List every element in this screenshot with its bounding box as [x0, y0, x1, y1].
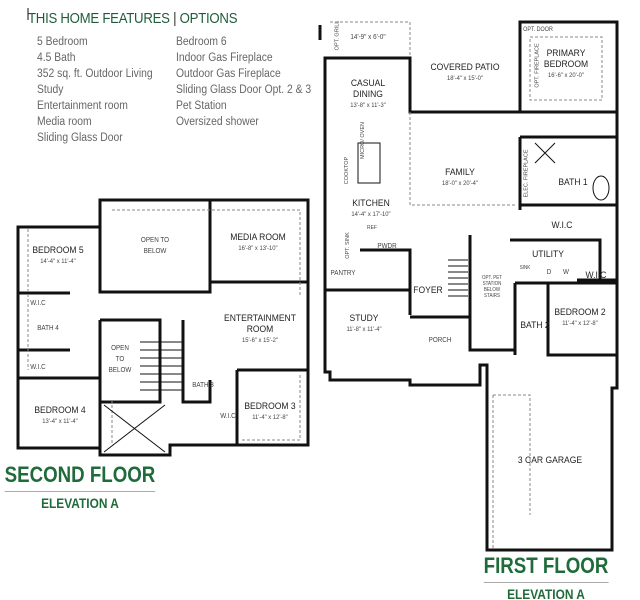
room-powder: PWDR: [377, 243, 397, 250]
features-list: 5 Bedroom 4.5 Bath 352 sq. ft. Outdoor L…: [37, 34, 153, 146]
feature-item: 5 Bedroom: [37, 36, 88, 48]
room-wic: W.I.C: [30, 364, 46, 371]
room-bath-2: BATH 2: [520, 320, 550, 331]
option-item: Oversized shower: [176, 116, 259, 128]
feature-item: Media room: [37, 116, 92, 128]
room-porch: PORCH: [428, 337, 452, 344]
room-wic: W.I.C: [551, 220, 573, 231]
washer-label: W: [563, 269, 569, 276]
feature-item: Sliding Glass Door: [37, 132, 123, 144]
feature-item: Entertainment room: [37, 100, 128, 112]
option-item: Sliding Glass Door Opt. 2 & 3: [176, 84, 312, 96]
second-floor-walls: [16, 198, 310, 457]
options-list: Bedroom 6 Indoor Gas Fireplace Outdoor G…: [176, 34, 311, 130]
dryer-label: D: [546, 269, 552, 276]
room-bath-1: BATH 1: [558, 177, 588, 188]
option-item: Bedroom 6: [176, 36, 227, 48]
refrigerator-label: REF: [367, 225, 377, 231]
opt-pet-station-label: OPT. PET STATION BELOW STAIRS: [481, 275, 502, 299]
feature-item: Study: [37, 84, 64, 96]
opt-sink-label: OPT. SINK: [344, 232, 351, 259]
room-bath-3: BATH 3: [192, 382, 214, 389]
option-item: Indoor Gas Fireplace: [176, 52, 273, 64]
room-pantry: PANTRY: [330, 270, 356, 277]
opt-grill: 14'-9" x 6'-0": [350, 34, 386, 41]
elec-fireplace-label: ELEC. FIREPLACE: [523, 149, 530, 198]
cooktop-label: COOKTOP: [344, 156, 351, 185]
room-open-to-below: OPEN TO BELOW: [108, 345, 132, 374]
micro-oven-label: MICRO/ OVEN: [359, 122, 366, 159]
features-heading: THIS HOME FEATURES | OPTIONS: [28, 10, 238, 27]
options-heading: OPTIONS: [179, 10, 238, 27]
option-item: Outdoor Gas Fireplace: [176, 68, 281, 80]
opt-fireplace-label: OPT. FIREPLACE: [534, 43, 541, 88]
room-utility: UTILITY: [532, 249, 564, 260]
first-floor-walls: [318, 20, 619, 552]
room-open-to-below: OPEN TO BELOW: [140, 237, 170, 255]
room-foyer: FOYER: [413, 285, 443, 296]
feature-item: 352 sq. ft. Outdoor Living: [37, 68, 153, 80]
option-item: Pet Station: [176, 100, 227, 112]
opt-grill-label: OPT. GRILL: [334, 20, 341, 51]
room-wic: W.I.C: [220, 413, 236, 420]
room-bath-4: BATH 4: [37, 325, 59, 332]
feature-item: 4.5 Bath: [37, 52, 76, 64]
room-wic: W.I.C: [30, 300, 46, 307]
opt-door: OPT. DOOR: [523, 27, 553, 33]
sink-label: SINK: [519, 265, 531, 271]
room-wic: W.I.C: [585, 270, 607, 281]
room-3-car-garage: 3 CAR GARAGE: [517, 455, 583, 466]
